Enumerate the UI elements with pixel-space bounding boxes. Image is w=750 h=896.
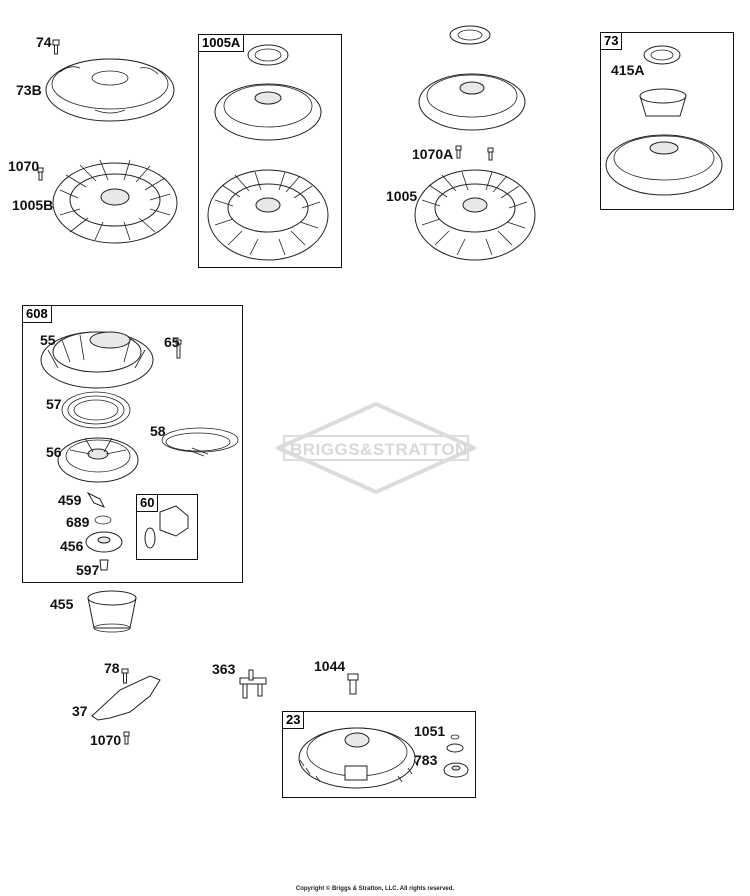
label-597: 597 — [76, 562, 100, 578]
group-73-box: 73 — [600, 32, 734, 210]
group-60-box: 60 — [136, 494, 198, 560]
group-608-box: 608 — [22, 305, 243, 583]
part-1005a-fan-icon — [207, 169, 329, 261]
part-455-cup-icon — [87, 590, 137, 633]
label-1070a: 1070A — [412, 146, 454, 162]
part-37-shield-icon — [91, 675, 161, 721]
group-608-tag: 608 — [22, 305, 52, 323]
group-1005a-tag: 1005A — [198, 34, 245, 52]
group-23-box: 23 — [282, 711, 476, 798]
part-58-rope-icon — [161, 427, 239, 457]
label-65: 65 — [164, 334, 180, 350]
part-74-screw-icon — [52, 39, 60, 55]
watermark-logo-icon — [276, 402, 476, 494]
group-1005a-box: 1005A — [198, 34, 342, 268]
group-23-tag: 23 — [282, 711, 305, 729]
label-415a: 415A — [611, 62, 645, 78]
part-56-pulley-icon — [57, 437, 139, 483]
part-1051-nut-icon — [446, 743, 464, 753]
label-55: 55 — [40, 332, 56, 348]
label-455: 455 — [50, 596, 74, 612]
group-60-tag: 60 — [136, 494, 159, 512]
label-37: 37 — [72, 703, 88, 719]
part-1044-bolt-icon — [347, 673, 359, 695]
group-73-tag: 73 — [600, 32, 623, 50]
part-23-flywheel-icon — [298, 727, 419, 789]
part-1005a-cover-icon — [214, 83, 322, 141]
label-1005: 1005 — [386, 188, 418, 204]
part-459-dog-icon — [86, 491, 106, 508]
label-58: 58 — [150, 423, 166, 439]
part-1070a-screws-icon — [455, 145, 494, 161]
part-1005-cover-icon — [418, 73, 526, 131]
label-73b: 73B — [16, 82, 42, 98]
part-57-spring-icon — [61, 391, 131, 429]
part-597-screw-icon — [99, 559, 109, 571]
label-783: 783 — [414, 752, 438, 768]
label-57: 57 — [46, 396, 62, 412]
part-1051-washer-icon — [450, 734, 460, 740]
label-1070-bottom: 1070 — [90, 732, 122, 748]
part-783-gear-icon — [443, 762, 469, 778]
part-1005b-fan-icon — [52, 159, 178, 244]
part-1070-screw-icon-bottom — [123, 731, 130, 745]
label-74: 74 — [36, 34, 52, 50]
label-456: 456 — [60, 538, 84, 554]
part-65-screw-icon — [175, 339, 182, 359]
part-1005-fan-icon — [414, 169, 536, 261]
part-55-housing-icon — [40, 331, 154, 389]
label-56: 56 — [46, 444, 62, 460]
label-1044: 1044 — [314, 658, 346, 674]
part-78-screw-icon — [121, 668, 129, 684]
part-60-handle-icon — [144, 505, 189, 549]
label-459: 459 — [58, 492, 82, 508]
part-73-cover-icon — [605, 134, 723, 196]
part-415a-seal-icon — [643, 45, 681, 65]
label-363: 363 — [212, 661, 236, 677]
part-689-clip-icon — [94, 515, 112, 525]
label-78: 78 — [104, 660, 120, 676]
watermark-text: BRIGGS&STRATTON — [290, 440, 468, 459]
part-73b-cover-icon — [45, 58, 175, 122]
label-689: 689 — [66, 514, 90, 530]
label-1051: 1051 — [414, 723, 446, 739]
part-1070-screw-icon — [37, 167, 44, 181]
label-1005b: 1005B — [12, 197, 54, 213]
part-456-retainer-icon — [85, 531, 123, 553]
part-1005a-seal-icon — [247, 44, 289, 66]
part-73-hub-icon — [639, 88, 687, 117]
label-1070-top: 1070 — [8, 158, 40, 174]
part-1005-seal-icon — [449, 25, 491, 45]
part-363-terminal-icon — [239, 669, 267, 699]
copyright-footer: Copyright © Briggs & Stratton, LLC. All … — [295, 886, 455, 892]
